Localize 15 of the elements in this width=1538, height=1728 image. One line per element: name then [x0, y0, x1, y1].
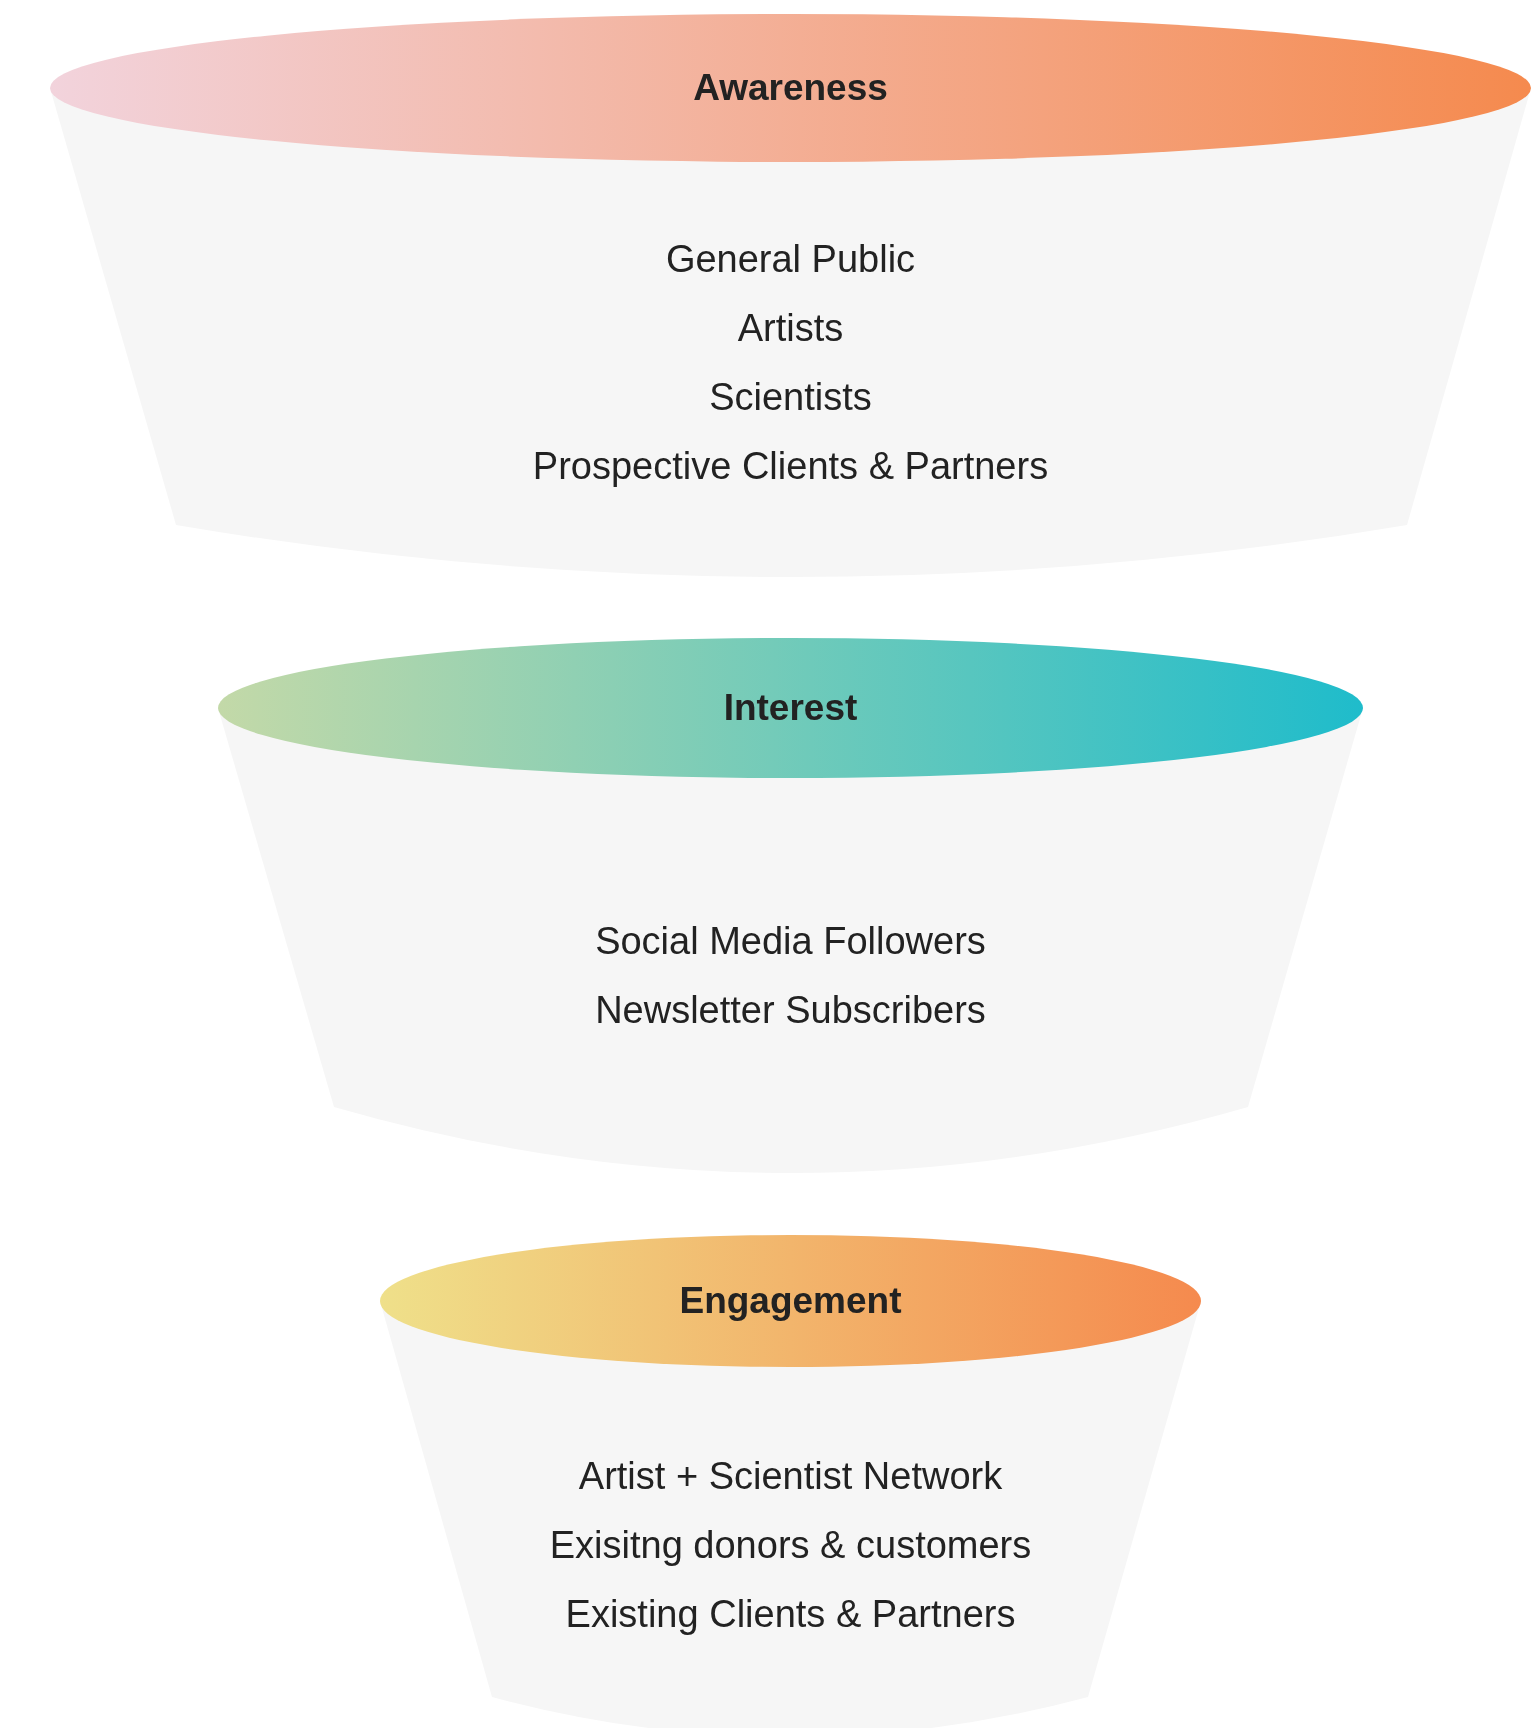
audience-item: General Public	[665, 236, 916, 282]
stage-heading: Interest	[723, 687, 858, 729]
funnel-section	[380, 1235, 1201, 1728]
stage-heading: Awareness	[693, 67, 888, 109]
audience-item: Social Media Followers	[595, 918, 986, 964]
audience-item: Scientists	[709, 374, 872, 420]
audience-item: Artists	[737, 305, 844, 351]
stage-heading: Engagement	[679, 1280, 902, 1322]
audience-item: Artist + Scientist Network	[578, 1453, 1003, 1499]
audience-item: Newsletter Subscribers	[595, 987, 986, 1033]
audience-item: Exisitng donors & customers	[549, 1522, 1032, 1568]
audience-item: Prospective Clients & Partners	[532, 443, 1049, 489]
funnel-section	[218, 638, 1363, 1173]
funnel-section	[50, 14, 1531, 577]
audience-item: Existing Clients & Partners	[565, 1591, 1016, 1637]
